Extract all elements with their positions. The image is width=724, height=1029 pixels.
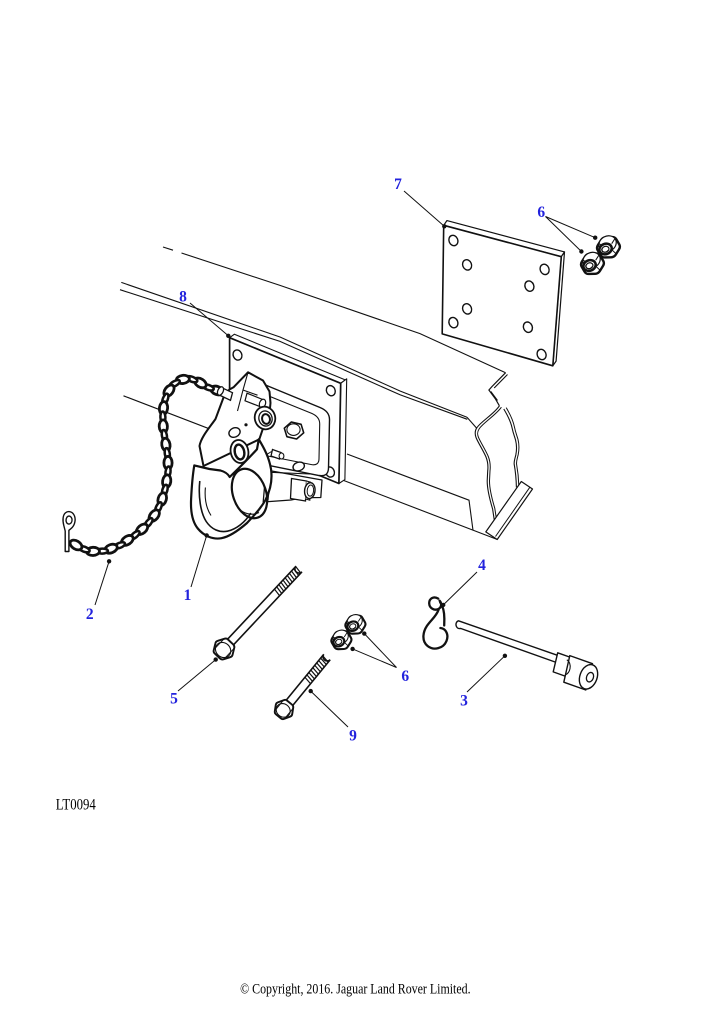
- svg-text:© Copyright, 2016. Jaguar Land: © Copyright, 2016. Jaguar Land Rover Lim…: [240, 982, 471, 998]
- svg-text:9: 9: [349, 728, 357, 745]
- svg-text:8: 8: [179, 289, 187, 306]
- svg-text:6: 6: [537, 204, 545, 221]
- svg-text:5: 5: [170, 691, 178, 708]
- svg-text:3: 3: [460, 693, 468, 710]
- svg-text:1: 1: [184, 587, 192, 604]
- svg-text:7: 7: [394, 176, 402, 193]
- svg-text:2: 2: [86, 606, 94, 623]
- svg-text:4: 4: [478, 557, 486, 574]
- svg-text:6: 6: [401, 668, 409, 685]
- svg-text:LT0094: LT0094: [56, 796, 96, 813]
